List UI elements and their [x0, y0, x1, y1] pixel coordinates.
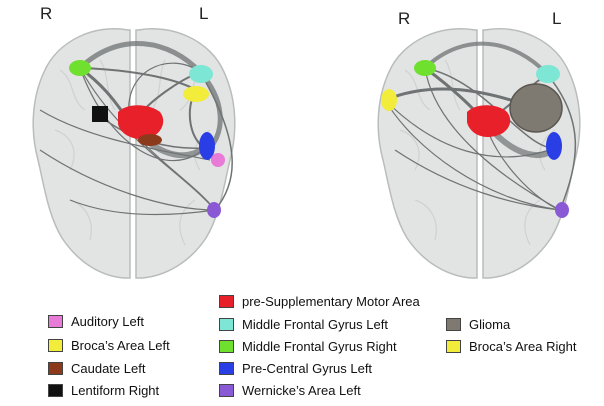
legend-item-brocas-area-right: Broca’s Area Right — [446, 339, 576, 354]
legend-label: Glioma — [469, 317, 511, 332]
pre-central-gyrus-left-blob — [199, 132, 215, 160]
legend-label: Auditory Left — [71, 314, 144, 329]
wernickes-area-left-blob — [207, 202, 221, 218]
legend-item-caudate-left: Caudate Left — [48, 361, 145, 376]
lentiform-right-blob — [92, 106, 108, 122]
legend-swatch — [219, 384, 234, 397]
legend-swatch — [48, 362, 63, 375]
legend-swatch — [446, 340, 461, 353]
legend-swatch — [219, 340, 234, 353]
legend-swatch — [48, 339, 63, 352]
wernickes-area-left-blob — [555, 202, 569, 218]
legend-label: Lentiform Right — [71, 383, 160, 398]
legend-item-auditory-left: Auditory Left — [48, 314, 144, 329]
brain-region-blobs — [381, 60, 569, 218]
legend-label: pre-Supplementary Motor Area — [242, 294, 420, 309]
legend-item-wernickes-area-left: Wernicke’s Area Left — [219, 383, 361, 398]
panel1-right-hemisphere-label: R — [40, 4, 53, 23]
middle-frontal-gyrus-left-blob — [189, 65, 213, 83]
legend-label: Caudate Left — [71, 361, 146, 376]
legend-swatch — [48, 384, 63, 397]
auditory-left-blob — [211, 153, 225, 167]
legend-swatch — [219, 318, 234, 331]
legend-swatch — [48, 315, 63, 328]
caudate-left-blob — [138, 134, 162, 146]
legend-label: Middle Frontal Gyrus Left — [242, 317, 388, 332]
brain-connectivity-panel-1 — [32, 28, 236, 279]
middle-frontal-gyrus-right-blob — [414, 60, 436, 76]
legend-swatch — [219, 295, 234, 308]
glioma-blob — [509, 83, 563, 133]
panel2-left-hemisphere-label: L — [552, 9, 562, 28]
middle-frontal-gyrus-right-blob — [69, 60, 91, 76]
brain-connectivity-panel-2 — [377, 28, 581, 279]
legend-item-lentiform-right: Lentiform Right — [48, 383, 159, 398]
legend-item-brocas-area-left: Broca’s Area Left — [48, 338, 170, 353]
legend-item-pre-central-gyrus-left: Pre-Central Gyrus Left — [219, 361, 372, 376]
legend-item-glioma: Glioma — [446, 317, 510, 332]
legend-swatch — [446, 318, 461, 331]
legend-item-middle-frontal-gyrus-right: Middle Frontal Gyrus Right — [219, 339, 397, 354]
middle-frontal-gyrus-left-blob — [536, 65, 560, 83]
brocas-area-left-blob — [183, 86, 209, 102]
panel1-left-hemisphere-label: L — [199, 4, 209, 23]
legend-label: Broca’s Area Left — [71, 338, 170, 353]
pre-central-gyrus-left-blob — [546, 132, 562, 160]
legend-label: Middle Frontal Gyrus Right — [242, 339, 397, 354]
brocas-area-right-blob — [381, 89, 397, 111]
legend-label: Broca’s Area Right — [469, 339, 577, 354]
legend-item-pre-supplementary-motor-area: pre-Supplementary Motor Area — [219, 294, 420, 309]
panel2-right-hemisphere-label: R — [398, 9, 411, 28]
brain-region-blobs — [69, 60, 225, 218]
legend-swatch — [219, 362, 234, 375]
pre-supplementary-motor-area-blob — [118, 105, 164, 140]
legend-item-middle-frontal-gyrus-left: Middle Frontal Gyrus Left — [219, 317, 388, 332]
legend-label: Pre-Central Gyrus Left — [242, 361, 373, 376]
pre-supplementary-motor-area-blob — [467, 105, 511, 138]
legend-label: Wernicke’s Area Left — [242, 383, 361, 398]
